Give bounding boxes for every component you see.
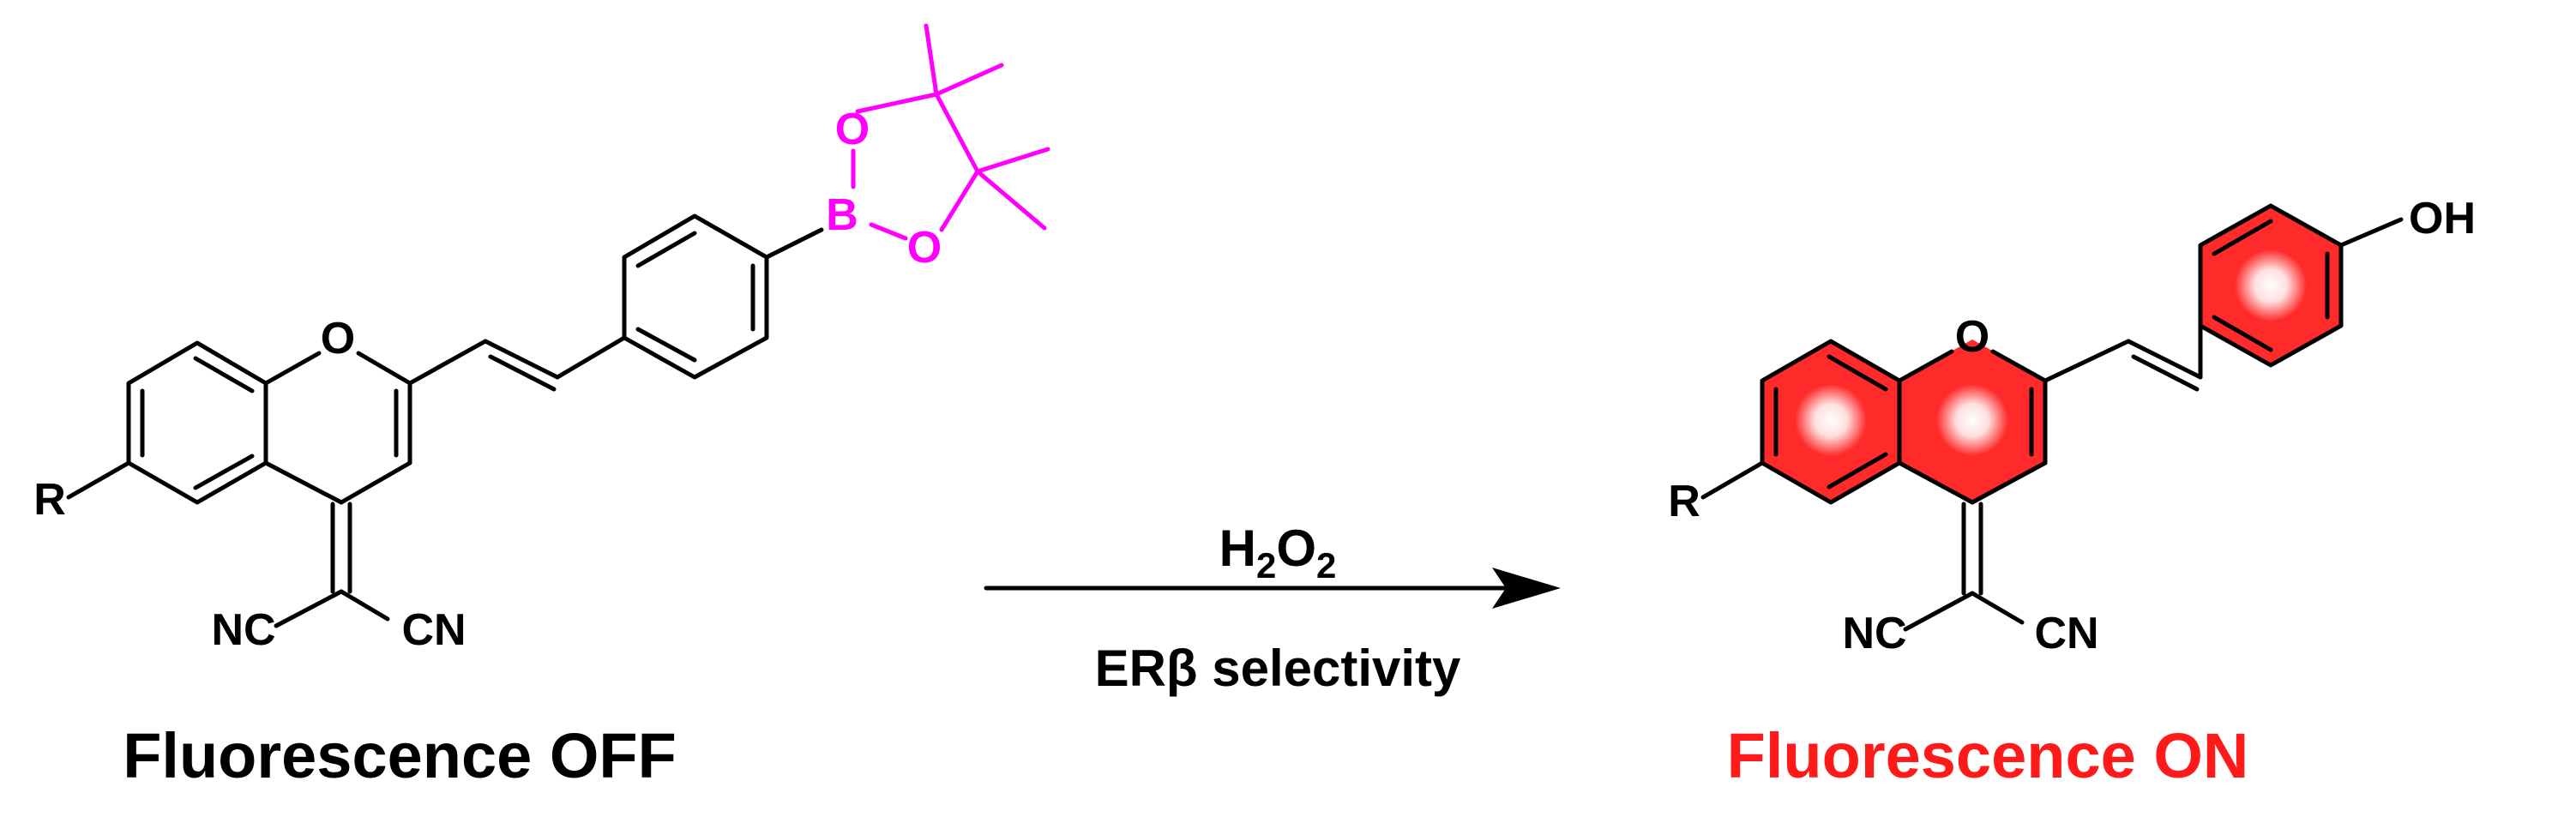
fluorescence-on-caption: Fluorescence ON <box>1727 720 2249 791</box>
boronate-oxygen-1-label: O <box>835 105 870 154</box>
boronate-oxygen-2-label: O <box>907 223 942 273</box>
reaction-arrow <box>984 568 1561 609</box>
reactant-molecule: O R NC CN B O O <box>33 23 1050 655</box>
product-ring-oxygen-label: O <box>1955 312 1989 362</box>
product-cn-label: CN <box>2034 609 2098 658</box>
hydroxyl-label: OH <box>2409 194 2476 243</box>
reactant-phenyl-ring <box>622 213 769 380</box>
product-r-group-label: R <box>1668 477 1700 526</box>
er-beta-selectivity-label: ERβ selectivity <box>1095 640 1461 697</box>
reagent-h2o2-label: H2O2 <box>1219 520 1337 586</box>
reactant-nc-label: NC <box>211 605 275 655</box>
reactant-cn-label: CN <box>401 605 466 655</box>
reactant-pyran-ring <box>263 351 412 505</box>
fluorescence-off-caption: Fluorescence OFF <box>123 720 677 791</box>
product-fluorophore-highlight <box>1762 206 2341 502</box>
reactant-ring-oxygen-label: O <box>321 314 355 363</box>
reactant-r-group-label: R <box>33 475 66 525</box>
pinacol-boronate-group <box>851 23 1050 241</box>
boron-label: B <box>826 190 858 240</box>
product-molecule: O R NC CN OH <box>1668 194 2476 658</box>
reactant-benzo-ring <box>126 340 268 505</box>
product-nc-label: NC <box>1842 609 1906 658</box>
